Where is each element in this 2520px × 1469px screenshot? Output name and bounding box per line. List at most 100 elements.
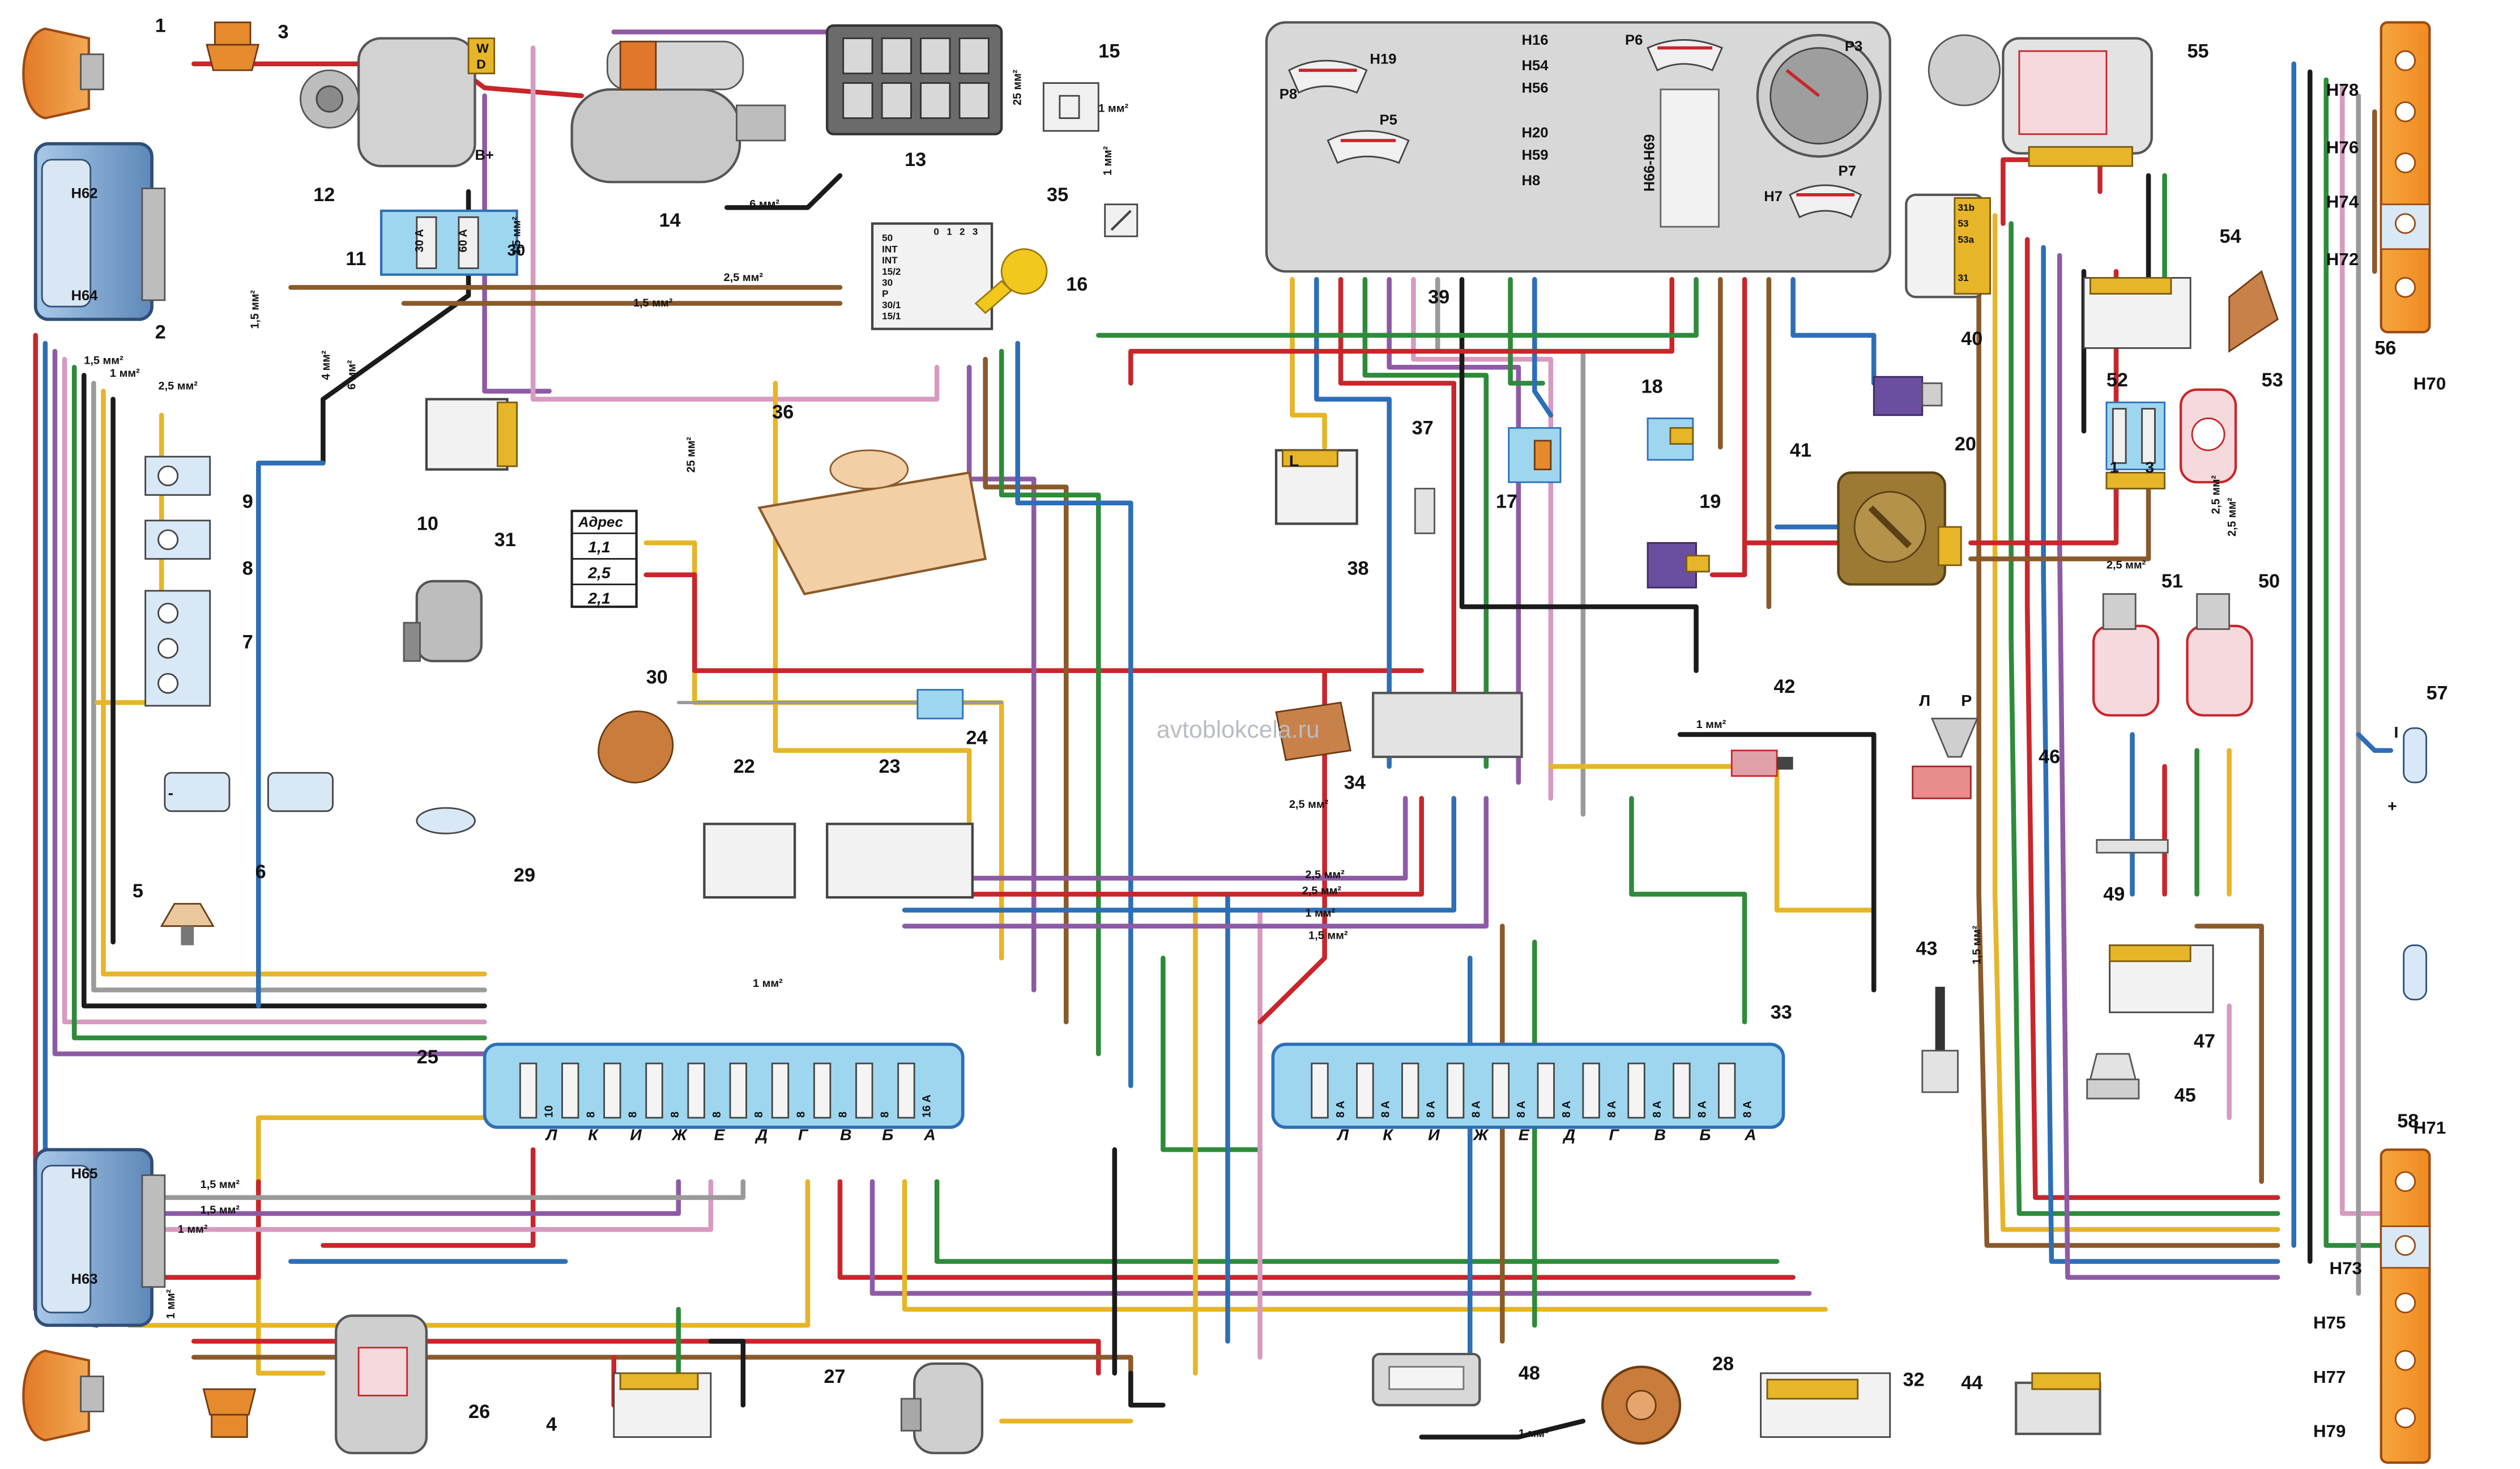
wire-section-label: 2,5 мм² [158, 380, 198, 393]
fuse-rating-60a: 60 A [457, 229, 470, 252]
term-mark-3: 3 [2145, 458, 2154, 476]
wire-section-label: 6 мм² [749, 198, 779, 211]
terminal-b-plus: B+ [475, 147, 494, 163]
component-number-27: 27 [824, 1366, 845, 1387]
component-number-33: 33 [1771, 1002, 1792, 1023]
ign-term-30-1: 30/1 [882, 300, 901, 310]
label-p7: P7 [1838, 163, 1856, 179]
label-h78: H78 [2326, 80, 2359, 100]
label-p3: P3 [1845, 39, 1862, 54]
component-number-57: 57 [2427, 683, 2448, 704]
fb33-contact-10: А [1744, 1126, 1756, 1144]
component-number-1: 1 [155, 15, 166, 37]
motor-51 [2092, 593, 2160, 717]
term-53a: 53a [1958, 234, 1975, 245]
ign-term-50: 50 [882, 233, 893, 244]
switch-16 [1104, 203, 1139, 237]
voltmeter [1327, 130, 1410, 164]
ign-pos-3: 3 [973, 226, 978, 237]
fuse-rating: 8 [711, 1112, 723, 1118]
label-h54: H54 [1522, 58, 1549, 74]
component-number-45: 45 [2174, 1085, 2196, 1106]
label-h75: H75 [2313, 1313, 2346, 1332]
ign-pos-2: 2 [960, 226, 965, 237]
terminal-w: W [476, 41, 489, 56]
component-number-30: 30 [646, 666, 668, 688]
component-number-15: 15 [1098, 41, 1120, 62]
ignition-switch: 50 INT INT 15/2 30 P 30/1 15/1 0 1 2 3 [871, 222, 1048, 330]
reservoir-36 [757, 449, 987, 595]
wire-section-label: 2,5 мм² [1302, 884, 1342, 897]
wire-section-label: 4 мм² [320, 350, 332, 380]
relay-10 [425, 398, 518, 471]
fb25-contact-3: И [630, 1126, 642, 1144]
fb25-contact-9: Б [882, 1126, 893, 1144]
fuse-block-33: Л К И Ж Е Д Г В Б А [1271, 1042, 1785, 1144]
lamp-label-h63: H63 [71, 1271, 97, 1287]
sensor-20 [1873, 376, 1943, 416]
fb25-contact-10: А [923, 1126, 936, 1144]
label-h72: H72 [2326, 249, 2359, 269]
wire-section-label: 1 мм² [165, 1289, 177, 1319]
fb33-contact-4: Ж [1472, 1126, 1489, 1144]
label-h19: H19 [1370, 52, 1396, 67]
label-p8: P8 [1280, 87, 1297, 103]
component-number-44: 44 [1961, 1372, 1982, 1394]
label-h59: H59 [1522, 147, 1549, 163]
component-number-22: 22 [734, 756, 755, 777]
label-h7: H7 [1764, 189, 1783, 205]
alternator: W D B+ [300, 37, 496, 168]
component-number-26: 26 [468, 1401, 490, 1423]
label-h66-h69: H66-H69 [1641, 134, 1657, 191]
battery-44 [2015, 1372, 2101, 1436]
component-number-41: 41 [1790, 440, 1811, 461]
switch-47 [2109, 944, 2214, 1014]
wire-section-label: 2,5 мм² [2107, 559, 2146, 571]
term-31: 31 [1958, 272, 1969, 283]
wire-section-label: 1 мм² [1696, 718, 1726, 731]
term-mark-1: 1 [2110, 458, 2119, 476]
component-number-43: 43 [1916, 938, 1937, 960]
fuse-rating: 8 A [1470, 1101, 1482, 1118]
wire-section-label: 25 мм² [685, 437, 697, 473]
component-number-3: 3 [278, 22, 289, 43]
fuse-block-11: 30 A 60 A [380, 209, 518, 276]
component-number-48: 48 [1519, 1362, 1540, 1384]
lamps-6 [164, 772, 334, 812]
rear-lamp-right-bottom [2380, 1148, 2431, 1464]
wire-section-label: 2,5 мм² [2226, 497, 2238, 536]
term-mark-30: 30 [508, 241, 526, 259]
switch-46 [1912, 717, 1979, 799]
lamp-label-h64: H64 [71, 288, 98, 304]
ign-term-30: 30 [882, 278, 893, 288]
component-number-6: 6 [255, 861, 266, 883]
term-53: 53 [1958, 218, 1969, 229]
component-number-42: 42 [1773, 676, 1795, 697]
wire-section-label: 2,5 мм² [2210, 475, 2222, 514]
wire-section-label: 1 мм² [110, 367, 140, 380]
component-number-2: 2 [155, 322, 166, 343]
terminal-d: D [476, 57, 485, 71]
fuse-rating: 8 A [1515, 1101, 1528, 1118]
address-header: Адрес [578, 514, 623, 530]
label-h79: H79 [2313, 1421, 2346, 1441]
label-h70: H70 [2414, 374, 2446, 394]
wire-section-label: 1,5 мм² [1971, 925, 1983, 964]
component-number-28: 28 [1712, 1353, 1734, 1374]
diode-49 [2096, 839, 2169, 854]
term-31b: 31b [1958, 202, 1975, 213]
rear-lamp-right-top [2380, 21, 2431, 334]
component-number-55: 55 [2188, 41, 2209, 62]
component-number-11: 11 [346, 248, 366, 270]
motor-31 [403, 580, 483, 662]
label-h76: H76 [2326, 138, 2359, 157]
fuse-rating: 8 [837, 1112, 849, 1118]
tachometer [1756, 33, 1882, 158]
fuse-rating: 8 A [1696, 1101, 1709, 1118]
ign-pos-0: 0 [933, 226, 939, 237]
heater-motor-53 [2179, 388, 2237, 484]
fuse-rating: 8 [753, 1112, 765, 1118]
address-row-1: 1,1 [588, 538, 611, 556]
radio-48 [1371, 1352, 1481, 1407]
